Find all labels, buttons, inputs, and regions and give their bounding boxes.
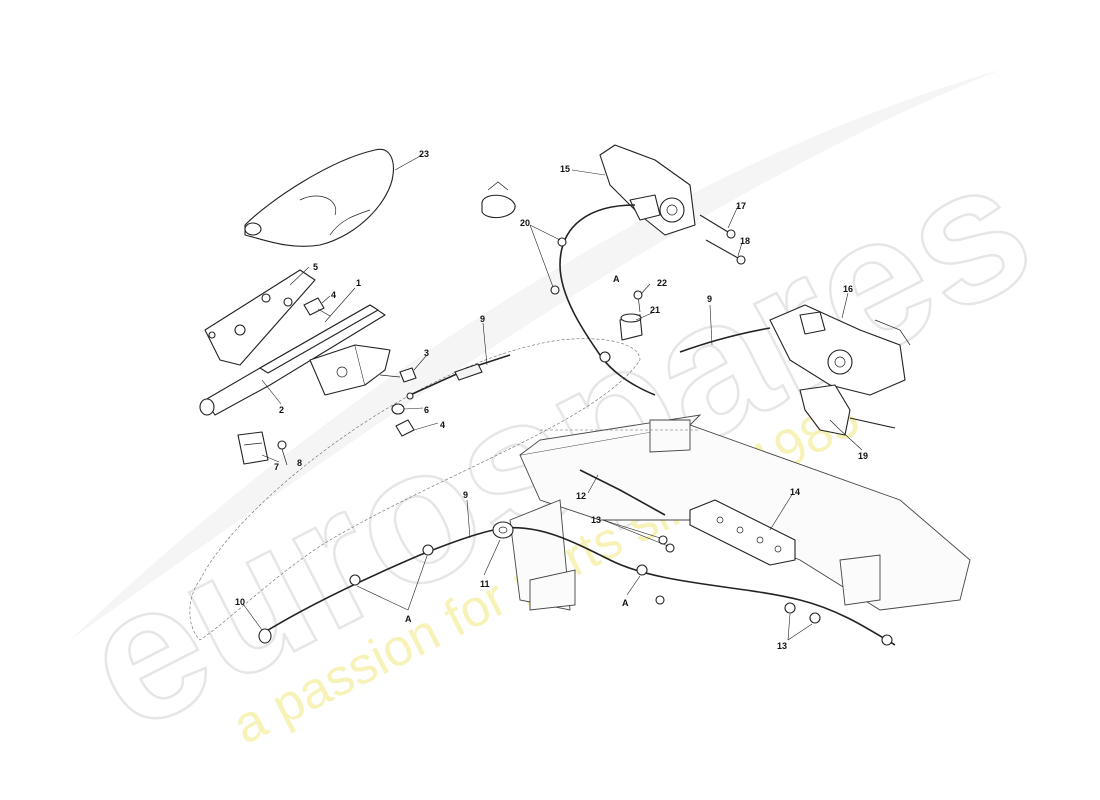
mounting-plate [204, 269, 316, 366]
nut-lower [655, 595, 665, 605]
rear-cable-right [679, 327, 771, 353]
callout-4-upper: 4 [331, 290, 336, 300]
callout-9-low: 9 [463, 490, 468, 500]
bushing-21 [619, 313, 643, 341]
callout-16: 16 [843, 284, 853, 294]
brake-pad-19 [799, 384, 851, 436]
callout-21: 21 [650, 305, 660, 315]
callout-13-lower: 13 [777, 641, 787, 651]
clip-a-2 [422, 544, 434, 556]
clip-13-lower [784, 602, 821, 624]
callout-5: 5 [313, 262, 318, 272]
callout-10: 10 [235, 597, 245, 607]
bolt-4-upper [303, 297, 331, 317]
callout-22: 22 [657, 278, 667, 288]
end-fitting-right [881, 634, 893, 646]
callout-9-mid: 9 [480, 314, 485, 324]
callout-20: 20 [520, 218, 530, 228]
grommet-11 [492, 521, 514, 539]
callout-18: 18 [740, 236, 750, 246]
callout-2: 2 [279, 405, 284, 415]
grommet [599, 351, 611, 363]
callout-a-left: A [405, 614, 412, 624]
callout-6: 6 [424, 405, 429, 415]
gaiter-boot [244, 148, 394, 247]
callout-15: 15 [560, 164, 570, 174]
end-fitting-10 [258, 628, 272, 644]
clip-20 [481, 181, 516, 219]
clip-a-3 [636, 564, 648, 576]
callout-1: 1 [356, 278, 361, 288]
caliper-bracket-15 [599, 144, 696, 236]
callout-12: 12 [576, 491, 586, 501]
bolt-3 [379, 367, 417, 383]
callout-4-lower: 4 [440, 420, 445, 430]
front-cable [406, 354, 511, 400]
callout-7: 7 [274, 462, 279, 472]
equaliser-bar-14 [689, 499, 796, 566]
cable-route-outline [189, 338, 641, 641]
caliper-16 [769, 304, 911, 396]
handbrake-lever [199, 304, 391, 416]
callout-17: 17 [736, 201, 746, 211]
callout-3: 3 [424, 348, 429, 358]
callout-11: 11 [480, 579, 490, 589]
callout-13-upper: 13 [591, 515, 601, 525]
callout-19: 19 [858, 451, 868, 461]
screw-8 [277, 440, 288, 466]
leader-lines [242, 154, 863, 641]
clip-20-lower [550, 237, 567, 295]
washer-6 [391, 403, 405, 415]
callout-a-right: A [622, 598, 629, 608]
rear-cable-upper [559, 204, 656, 396]
clip-a-1 [349, 574, 361, 586]
rod-12 [579, 469, 666, 516]
callout-9-right: 9 [707, 294, 712, 304]
bolt-22 [633, 290, 643, 313]
callout-23: 23 [419, 149, 429, 159]
callout-8: 8 [297, 458, 302, 468]
bolt-17 [699, 214, 736, 239]
callout-a-top: A [613, 274, 620, 284]
callout-labels: 23 15 20 17 18 5 1 4 A 22 21 9 9 16 3 2 … [235, 149, 868, 651]
pin-19 [849, 417, 896, 429]
callout-14: 14 [790, 487, 800, 497]
rear-cable-lower [259, 526, 896, 646]
watermark: eurospares a passion for parts since 198… [51, 70, 1063, 773]
bolt-18 [705, 239, 746, 265]
switch-7 [237, 431, 269, 465]
